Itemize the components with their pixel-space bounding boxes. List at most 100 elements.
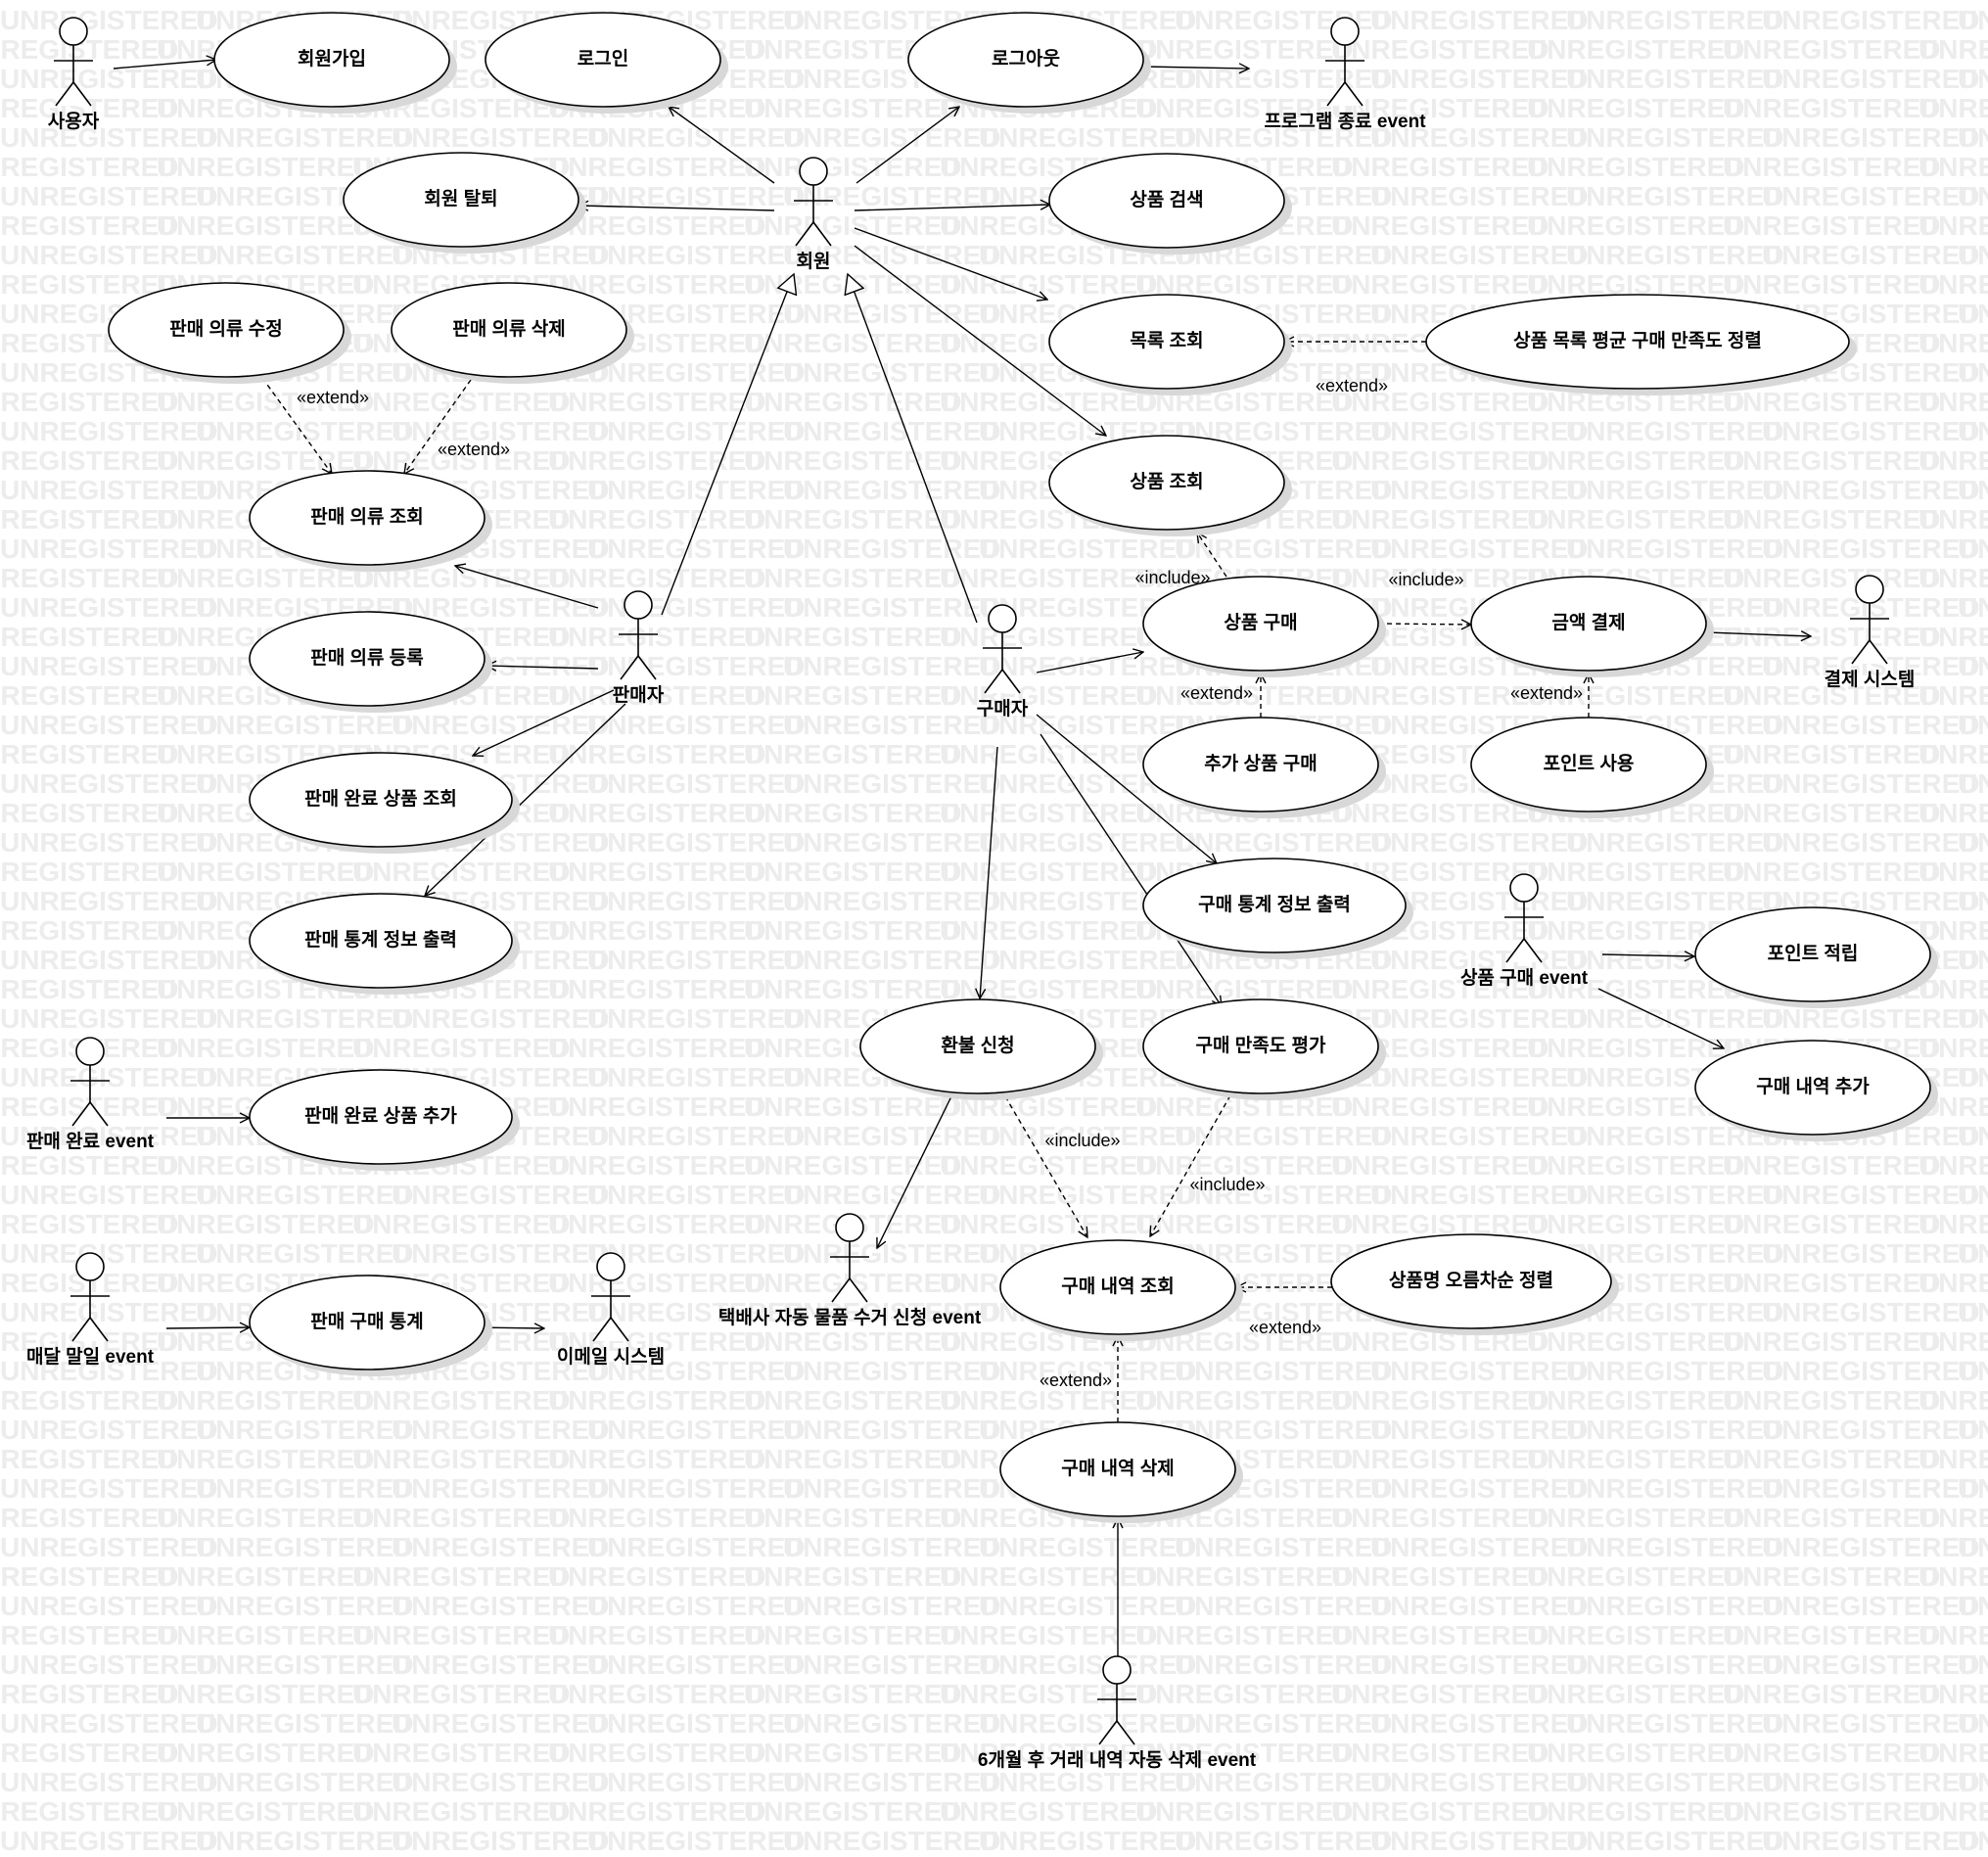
actor-purchase_event[interactable]: 상품 구매 event: [1460, 873, 1589, 989]
use-case-ellipse[interactable]: [1048, 294, 1285, 390]
use-case-purchase_stats[interactable]: 구매 통계 정보 출력: [1142, 858, 1413, 959]
relationship-dependency-purchase-to-pay: [1377, 624, 1471, 625]
watermark-text: UNREGISTERED: [1370, 1062, 1588, 1092]
use-case-ellipse[interactable]: [999, 1421, 1236, 1517]
use-case-ellipse[interactable]: [1142, 717, 1379, 812]
watermark-text: UNREGISTERED: [0, 416, 217, 446]
use-case-view_clothes[interactable]: 판매 의류 조회: [249, 470, 492, 572]
use-case-ellipse[interactable]: [249, 1069, 513, 1165]
watermark-text: UNREGISTERED: [1566, 64, 1783, 94]
actor-auto_delete_event[interactable]: 6개월 후 거래 내역 자동 삭제 event: [978, 1655, 1257, 1771]
watermark-text: UNREGISTERED: [0, 768, 217, 799]
use-case-withdraw[interactable]: 회원 탈퇴: [343, 152, 586, 254]
actor-user[interactable]: 사용자: [48, 17, 100, 132]
actor-member[interactable]: 회원: [794, 157, 833, 272]
actor-exit_event[interactable]: 프로그램 종료 event: [1264, 17, 1426, 132]
use-case-sales_stats[interactable]: 판매 통계 정보 출력: [249, 893, 520, 995]
watermark-text: UNREGISTERED: [744, 152, 961, 182]
watermark-text: UNREGISTERED: [1527, 974, 1744, 1004]
use-case-ellipse[interactable]: [249, 470, 485, 566]
use-case-ellipse[interactable]: [249, 893, 513, 989]
use-case-label: 판매 완료 상품 조회: [304, 788, 457, 810]
use-case-ellipse[interactable]: [1694, 1040, 1931, 1136]
use-case-ellipse[interactable]: [907, 12, 1144, 108]
use-case-sort_by_rating[interactable]: 상품 목록 평균 구매 만족도 정렬: [1425, 294, 1857, 395]
watermark-text: UNREGISTERED: [1723, 1150, 1940, 1181]
use-case-search[interactable]: 상품 검색: [1048, 153, 1292, 255]
use-case-ellipse[interactable]: [249, 611, 485, 707]
watermark-text: UNREGISTERED: [1958, 1297, 1988, 1327]
use-case-history_delete[interactable]: 구매 내역 삭제: [999, 1421, 1243, 1523]
actor-courier_event[interactable]: 택배사 자동 물품 수거 신청 event: [718, 1213, 982, 1328]
use-case-pay[interactable]: 금액 결제: [1470, 576, 1714, 677]
use-case-ellipse[interactable]: [213, 12, 450, 108]
use-case-ellipse[interactable]: [859, 998, 1096, 1094]
actor-payment_system[interactable]: 결제 시스템: [1825, 575, 1916, 690]
watermark-text: UNREGISTERED: [1331, 1150, 1549, 1181]
watermark-text: UNREGISTERED: [0, 181, 217, 211]
relationship-dependency-edit_clothes-to-view_clothes: [261, 377, 332, 474]
use-case-rate[interactable]: 구매 만족도 평가: [1142, 998, 1386, 1100]
watermark-text: UNREGISTERED: [940, 1209, 1157, 1239]
watermark-text: UNREGISTERED: [1527, 445, 1744, 476]
use-case-ellipse[interactable]: [249, 1275, 485, 1370]
watermark-text: UNREGISTERED: [587, 1591, 805, 1621]
use-case-ellipse[interactable]: [1470, 717, 1707, 812]
use-case-delete_clothes[interactable]: 판매 의류 삭제: [391, 282, 634, 384]
use-case-add_sold[interactable]: 판매 완료 상품 추가: [249, 1069, 520, 1171]
watermark-text: UNREGISTERED: [548, 210, 765, 241]
use-case-monthly_stats[interactable]: 판매 구매 통계: [249, 1275, 492, 1376]
use-case-add_history[interactable]: 구매 내역 추가: [1694, 1040, 1938, 1141]
watermark-text: UNREGISTERED: [0, 974, 178, 1004]
use-case-label: 구매 만족도 평가: [1196, 1035, 1326, 1056]
watermark-text: UNREGISTERED: [940, 269, 1157, 300]
watermark-text: UNREGISTERED: [587, 1415, 805, 1445]
use-case-refund[interactable]: 환불 신청: [859, 998, 1103, 1100]
use-case-ellipse[interactable]: [1048, 153, 1285, 249]
use-case-ellipse[interactable]: [999, 1239, 1236, 1335]
use-case-ellipse[interactable]: [391, 282, 627, 378]
use-case-ellipse[interactable]: [108, 282, 345, 378]
use-case-earn_points[interactable]: 포인트 적립: [1694, 906, 1938, 1008]
use-case-ellipse[interactable]: [249, 752, 513, 848]
relationship-association-user-to-signup: [113, 60, 216, 70]
use-case-ellipse[interactable]: [1470, 576, 1707, 672]
use-case-logout[interactable]: 로그아웃: [907, 12, 1151, 114]
use-case-ellipse[interactable]: [1142, 576, 1379, 672]
watermark-text: UNREGISTERED: [0, 798, 178, 828]
use-case-register_clothes[interactable]: 판매 의류 등록: [249, 611, 492, 713]
use-case-history_view[interactable]: 구매 내역 조회: [999, 1239, 1243, 1341]
use-case-ellipse[interactable]: [1694, 906, 1931, 1002]
watermark-text: UNREGISTERED: [0, 1473, 217, 1504]
use-case-ellipse[interactable]: [1142, 998, 1379, 1094]
actor-sale_done_event[interactable]: 판매 완료 event: [26, 1037, 155, 1152]
use-case-ellipse[interactable]: [485, 12, 721, 108]
use-case-ellipse[interactable]: [343, 152, 579, 248]
use-case-use_points[interactable]: 포인트 사용: [1470, 717, 1714, 818]
use-case-label: 로그아웃: [992, 48, 1060, 70]
use-case-list_view[interactable]: 목록 조회: [1048, 294, 1292, 395]
use-case-ellipse[interactable]: [1330, 1233, 1612, 1329]
use-case-signup[interactable]: 회원가입: [213, 12, 457, 114]
use-case-sort_by_name[interactable]: 상품명 오름차순 정렬: [1330, 1233, 1619, 1335]
watermark-text: UNREGISTERED: [744, 1620, 961, 1650]
use-case-item_view[interactable]: 상품 조회: [1048, 435, 1292, 536]
actor-month_end_event[interactable]: 매달 말일 event: [26, 1252, 155, 1368]
watermark-text: UNREGISTERED: [392, 1826, 609, 1856]
watermark-text: UNREGISTERED: [0, 651, 217, 681]
use-case-purchase[interactable]: 상품 구매: [1142, 576, 1386, 677]
use-case-login[interactable]: 로그인: [485, 12, 728, 114]
watermark-text: UNREGISTERED: [744, 1326, 961, 1357]
use-case-view_sold[interactable]: 판매 완료 상품 조회: [249, 752, 520, 854]
use-case-ellipse[interactable]: [1142, 858, 1407, 953]
actor-buyer[interactable]: 구매자: [977, 604, 1029, 720]
watermark-text: UNREGISTERED: [0, 1503, 178, 1533]
use-case-ellipse[interactable]: [1048, 435, 1285, 531]
watermark-text: UNREGISTERED: [196, 1826, 413, 1856]
use-case-edit_clothes[interactable]: 판매 의류 수정: [108, 282, 351, 384]
watermark-text: UNREGISTERED: [1958, 1532, 1988, 1562]
use-case-ellipse[interactable]: [1425, 294, 1850, 390]
use-case-extra_purchase[interactable]: 추가 상품 구매: [1142, 717, 1386, 818]
actor-email_system[interactable]: 이메일 시스템: [557, 1252, 665, 1368]
actor-seller[interactable]: 판매자: [613, 590, 665, 706]
